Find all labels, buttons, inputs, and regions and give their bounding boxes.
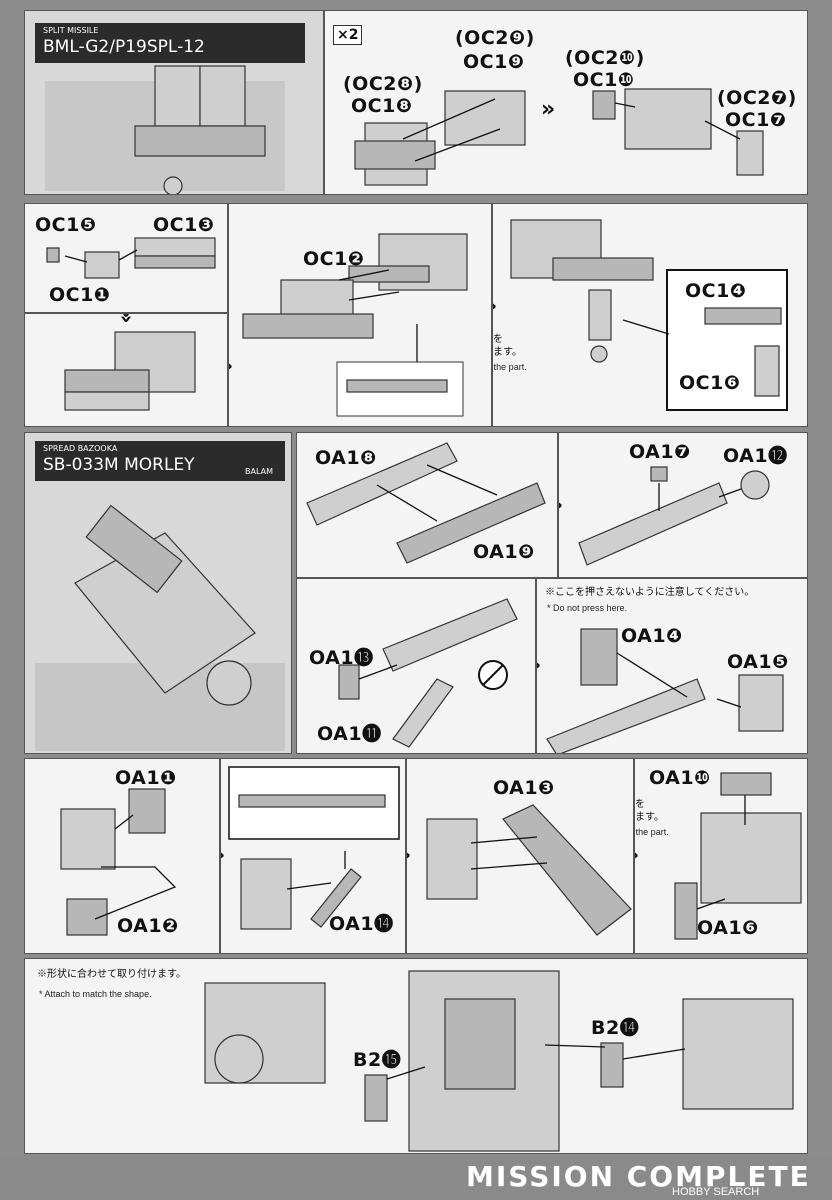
step-panel-4a: OA1❶ OA1❷ xyxy=(24,758,220,954)
label-oc19: OC1❾ xyxy=(463,51,525,73)
next-arrow-icon-4: » xyxy=(537,653,541,678)
step-2b-illustration xyxy=(64,331,196,411)
label-oa112: OA1⓬ xyxy=(723,445,788,467)
label-oa113: OA1⓭ xyxy=(309,647,374,669)
label-b214: B2⓮ xyxy=(591,1017,640,1039)
label-oa114: OA1⓮ xyxy=(329,913,394,935)
spread-bazooka-illustration xyxy=(35,504,285,751)
label-oc16: OC1❻ xyxy=(679,372,741,394)
label-oc13: OC1❸ xyxy=(153,214,215,236)
label-oa17: OA1❼ xyxy=(629,441,691,463)
label-oc110: OC1❿ xyxy=(573,69,635,91)
attach-note-jp: ※形状に合わせて取り付けます。 xyxy=(37,969,186,980)
step-panel-1: ×2 (OC2❽) OC1❽ (OC2❾) OC1❾ (OC2❿) OC1❿ (… xyxy=(324,10,808,195)
caution-note-en: * Do not press here. xyxy=(547,603,628,613)
footer-bar: MISSION COMPLETE HOBBY SEARCH xyxy=(0,1156,832,1200)
title-bar: SPLIT MISSILE BML-G2/P19SPL-12 xyxy=(35,23,305,63)
step-panel-3a: OA1❽ OA1❾ xyxy=(296,432,558,578)
step-4b-illustration xyxy=(228,766,400,930)
next-arrow-icon: » xyxy=(541,97,556,122)
step-panel-3c: OA1⓭ OA1⓫ xyxy=(296,578,536,754)
label-oc17: OC1❼ xyxy=(725,109,787,131)
step-panel-4d: » 向きをかえます。 Turn the part. OA1❿ OA1❻ xyxy=(634,758,808,954)
label-oc15: OC1❺ xyxy=(35,214,97,236)
spread-bazooka-panel: SPREAD BAZOOKA SB-033M MORLEY BALAM xyxy=(24,432,292,754)
label-b215: B2⓯ xyxy=(353,1049,402,1071)
label-oc28: (OC2❽) xyxy=(343,73,423,95)
category-label-2: SPREAD BAZOOKA xyxy=(43,444,118,453)
step-3c-illustration xyxy=(338,598,518,748)
step-3d-illustration xyxy=(546,628,784,753)
label-oa18: OA1❽ xyxy=(315,447,377,469)
final-panel: ※形状に合わせて取り付けます。 * Attach to match the sh… xyxy=(24,958,808,1154)
next-arrow-icon-6: » xyxy=(407,843,411,868)
split-missile-panel: SPLIT MISSILE BML-G2/P19SPL-12 xyxy=(24,10,324,195)
step-3b-illustration xyxy=(578,466,770,566)
next-arrow-icon-5: » xyxy=(221,843,225,868)
label-oa12: OA1❷ xyxy=(117,915,179,937)
step-panel-4c: » OA1❸ xyxy=(406,758,634,954)
label-oa15: OA1❺ xyxy=(727,651,789,673)
label-oc18: OC1❽ xyxy=(351,95,413,117)
step-panel-2a: OC1❺ OC1❸ OC1❶ xyxy=(24,203,228,313)
brand-label: BALAM xyxy=(245,467,273,476)
next-arrow-icon-left: » xyxy=(229,354,233,379)
label-oc14: OC1❹ xyxy=(685,280,747,302)
turn-note-jp-2: 向きをかえます。 xyxy=(634,799,664,823)
step-4a-illustration xyxy=(60,788,177,936)
step-4d-illustration xyxy=(674,772,802,940)
title-bar-2: SPREAD BAZOOKA SB-033M MORLEY BALAM xyxy=(35,441,285,481)
label-oa19: OA1❾ xyxy=(473,541,535,563)
label-oc29: (OC2❾) xyxy=(455,27,535,49)
step-3a-illustration xyxy=(306,442,546,564)
label-oa110: OA1❿ xyxy=(649,767,711,789)
next-arrow-icon-3: » xyxy=(559,493,563,518)
step-panel-2d: » 向きをかえます。 Turn the part. OC1❹ OC1❻ xyxy=(492,203,808,427)
step-panel-3b: » OA1❼ OA1⓬ xyxy=(558,432,808,578)
mission-complete-title: MISSION COMPLETE xyxy=(466,1160,811,1193)
turn-note-jp: 向きをかえます。 xyxy=(492,334,522,358)
label-oc27: (OC2❼) xyxy=(717,87,797,109)
category-label: SPLIT MISSILE xyxy=(43,26,99,35)
watermark-label: HOBBY SEARCH xyxy=(672,1186,760,1198)
label-oc11: OC1❶ xyxy=(49,284,111,306)
split-missile-illustration xyxy=(45,65,285,194)
attach-note-en: * Attach to match the shape. xyxy=(39,989,152,999)
unit-title: BML-G2/P19SPL-12 xyxy=(43,37,205,57)
unit-title-2: SB-033M MORLEY xyxy=(43,455,195,475)
step-2d-detail xyxy=(622,307,782,397)
step-2a-illustration xyxy=(46,237,216,279)
step-panel-2b: » xyxy=(24,313,228,427)
label-oa14: OA1❹ xyxy=(621,625,683,647)
next-arrow-icon-7: » xyxy=(635,843,639,868)
step-1-illustration xyxy=(354,88,764,186)
next-arrow-icon-2: » xyxy=(493,294,497,319)
label-oa11: OA1❶ xyxy=(115,767,177,789)
step-2d-illustration xyxy=(510,219,788,411)
final-assembly-illustration xyxy=(204,970,794,1152)
label-oc12: OC1❷ xyxy=(303,248,365,270)
label-oc210: (OC2❿) xyxy=(565,47,645,69)
turn-note-en-2: Turn the part. xyxy=(635,827,669,837)
label-oa13: OA1❸ xyxy=(493,777,555,799)
turn-note-en: Turn the part. xyxy=(493,362,527,372)
label-oa16: OA1❻ xyxy=(697,917,759,939)
step-2c-illustration xyxy=(242,233,468,417)
label-oa111: OA1⓫ xyxy=(317,723,382,745)
step-4c-illustration xyxy=(426,804,632,936)
caution-note-jp: ※ここを押さえないように注意してください。 xyxy=(545,587,755,598)
step-panel-4b: » OA1⓮ xyxy=(220,758,406,954)
step-panel-2c: » OC1❷ xyxy=(228,203,492,427)
step-panel-3d: » ※ここを押さえないように注意してください。 * Do not press h… xyxy=(536,578,808,754)
multiplier-badge: ×2 xyxy=(333,25,363,45)
